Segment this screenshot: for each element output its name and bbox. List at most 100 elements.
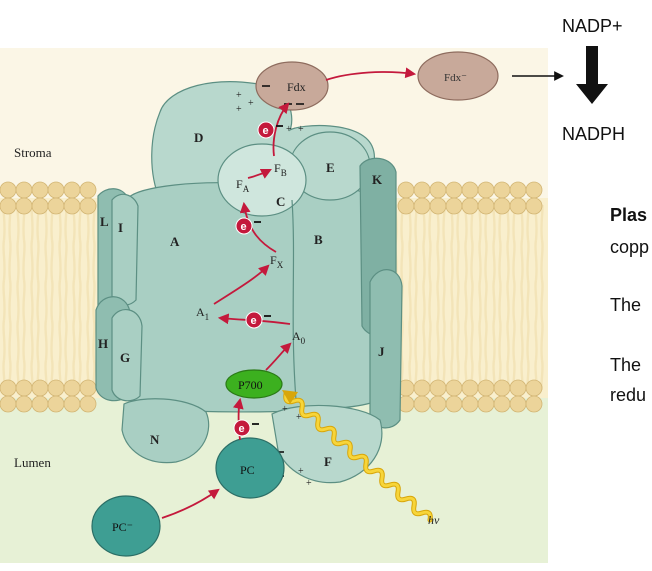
lipid-head xyxy=(413,395,431,413)
electron-badge xyxy=(245,311,263,329)
charge-mark: + xyxy=(298,124,304,135)
lipid-head xyxy=(0,181,17,199)
lipid-head xyxy=(47,197,65,215)
subunit-label-l: L xyxy=(100,214,109,229)
charge-mark: + xyxy=(236,90,242,101)
subunit-j xyxy=(369,269,403,429)
lipid-head xyxy=(0,395,17,413)
lipid-head xyxy=(413,197,431,215)
lipid-head xyxy=(413,379,431,397)
electron-badge xyxy=(233,419,251,437)
pc-oval xyxy=(215,437,285,499)
lipid-head xyxy=(429,379,447,397)
lipid-head xyxy=(461,181,479,199)
lipid-head xyxy=(477,395,495,413)
lipid-head xyxy=(493,395,511,413)
lipid-head xyxy=(15,379,33,397)
stroma-label: Stroma xyxy=(14,145,52,160)
fb-label: FB xyxy=(274,161,287,178)
p700-label: P700 xyxy=(238,378,263,392)
pc-reduced-oval xyxy=(91,495,161,557)
a-b-divider xyxy=(291,199,297,401)
lipid-head xyxy=(63,197,81,215)
arrow-fdx-to-fdx-reduced xyxy=(325,67,417,81)
subunit-label-c: C xyxy=(276,194,285,209)
lipid-head xyxy=(509,395,527,413)
fdx-reduced-label: Fdx⁻ xyxy=(444,72,467,84)
pc-label: PC xyxy=(240,463,255,477)
lipid-head xyxy=(445,197,463,215)
nadph-label: NADPH xyxy=(562,124,625,144)
fdx-label: Fdx xyxy=(287,80,306,94)
subunit-label-e: E xyxy=(326,160,335,175)
lipid-head xyxy=(445,181,463,199)
lipid-head xyxy=(429,197,447,215)
light-label: hν xyxy=(428,513,440,527)
subunit-f xyxy=(271,404,383,484)
side-text-line-2: copp xyxy=(610,237,650,257)
subunit-label-b: B xyxy=(314,232,323,247)
arrow-fb-to-fdx xyxy=(272,102,290,157)
a1-label: A1 xyxy=(196,305,209,322)
lipid-head xyxy=(397,197,415,215)
fa-label: FA xyxy=(236,177,250,194)
side-text-line-4: The xyxy=(610,355,642,375)
nadph-arrow xyxy=(576,46,608,104)
subunit-label-g: G xyxy=(120,350,130,365)
lipid-head xyxy=(461,197,479,215)
subunit-i xyxy=(111,193,139,306)
lipid-head xyxy=(493,197,511,215)
charge-mark: + xyxy=(298,466,304,477)
lipid-head xyxy=(63,379,81,397)
a0-label: A0 xyxy=(292,329,306,346)
lipid-head xyxy=(509,197,527,215)
electron-symbol: e xyxy=(251,315,257,327)
fdx-oval xyxy=(255,61,329,111)
lipid-head xyxy=(461,379,479,397)
subunit-g xyxy=(111,309,143,402)
arrow-fx-to-fa xyxy=(239,201,277,253)
subunit-c xyxy=(217,143,307,217)
lipid-head xyxy=(509,181,527,199)
charge-mark: + xyxy=(296,412,302,423)
psi-complex xyxy=(95,81,403,484)
electron-badge xyxy=(257,121,275,139)
charge-mark: + xyxy=(236,104,242,115)
lipid-head xyxy=(493,181,511,199)
subunit-n xyxy=(121,398,210,464)
lipid-heads xyxy=(0,181,543,413)
lipid-head xyxy=(429,395,447,413)
subunit-label-h: H xyxy=(98,336,108,351)
arrow-a1-to-fx xyxy=(213,264,270,305)
lipid-head xyxy=(63,395,81,413)
arrow-pc-reduced-to-pc xyxy=(161,488,220,519)
subunit-label-f: F xyxy=(324,454,332,469)
lipid-head xyxy=(31,197,49,215)
electron-symbol: e xyxy=(241,221,247,233)
lipid-head xyxy=(31,181,49,199)
side-text-line-5: redu xyxy=(610,385,647,405)
charge-mark: + xyxy=(248,98,254,109)
lipid-head xyxy=(461,395,479,413)
lipid-head xyxy=(31,395,49,413)
lipid-head xyxy=(477,181,495,199)
lipid-head xyxy=(47,379,65,397)
lipid-head xyxy=(63,181,81,199)
arrow-fa-to-fb xyxy=(247,169,272,179)
lipid-head xyxy=(15,395,33,413)
lipid-head xyxy=(493,379,511,397)
subunit-label-j: J xyxy=(378,344,385,359)
lipid-head xyxy=(477,197,495,215)
subunit-label-d: D xyxy=(194,130,203,145)
light-wave-highlight xyxy=(284,392,432,522)
light-arrowhead xyxy=(282,390,298,404)
p700-oval xyxy=(225,369,283,399)
lumen-label: Lumen xyxy=(14,455,51,470)
lipid-head xyxy=(445,379,463,397)
fx-label: FX xyxy=(270,253,284,270)
electron-symbol: e xyxy=(263,125,269,137)
lipid-head xyxy=(47,181,65,199)
subunit-label-a: A xyxy=(170,234,180,249)
